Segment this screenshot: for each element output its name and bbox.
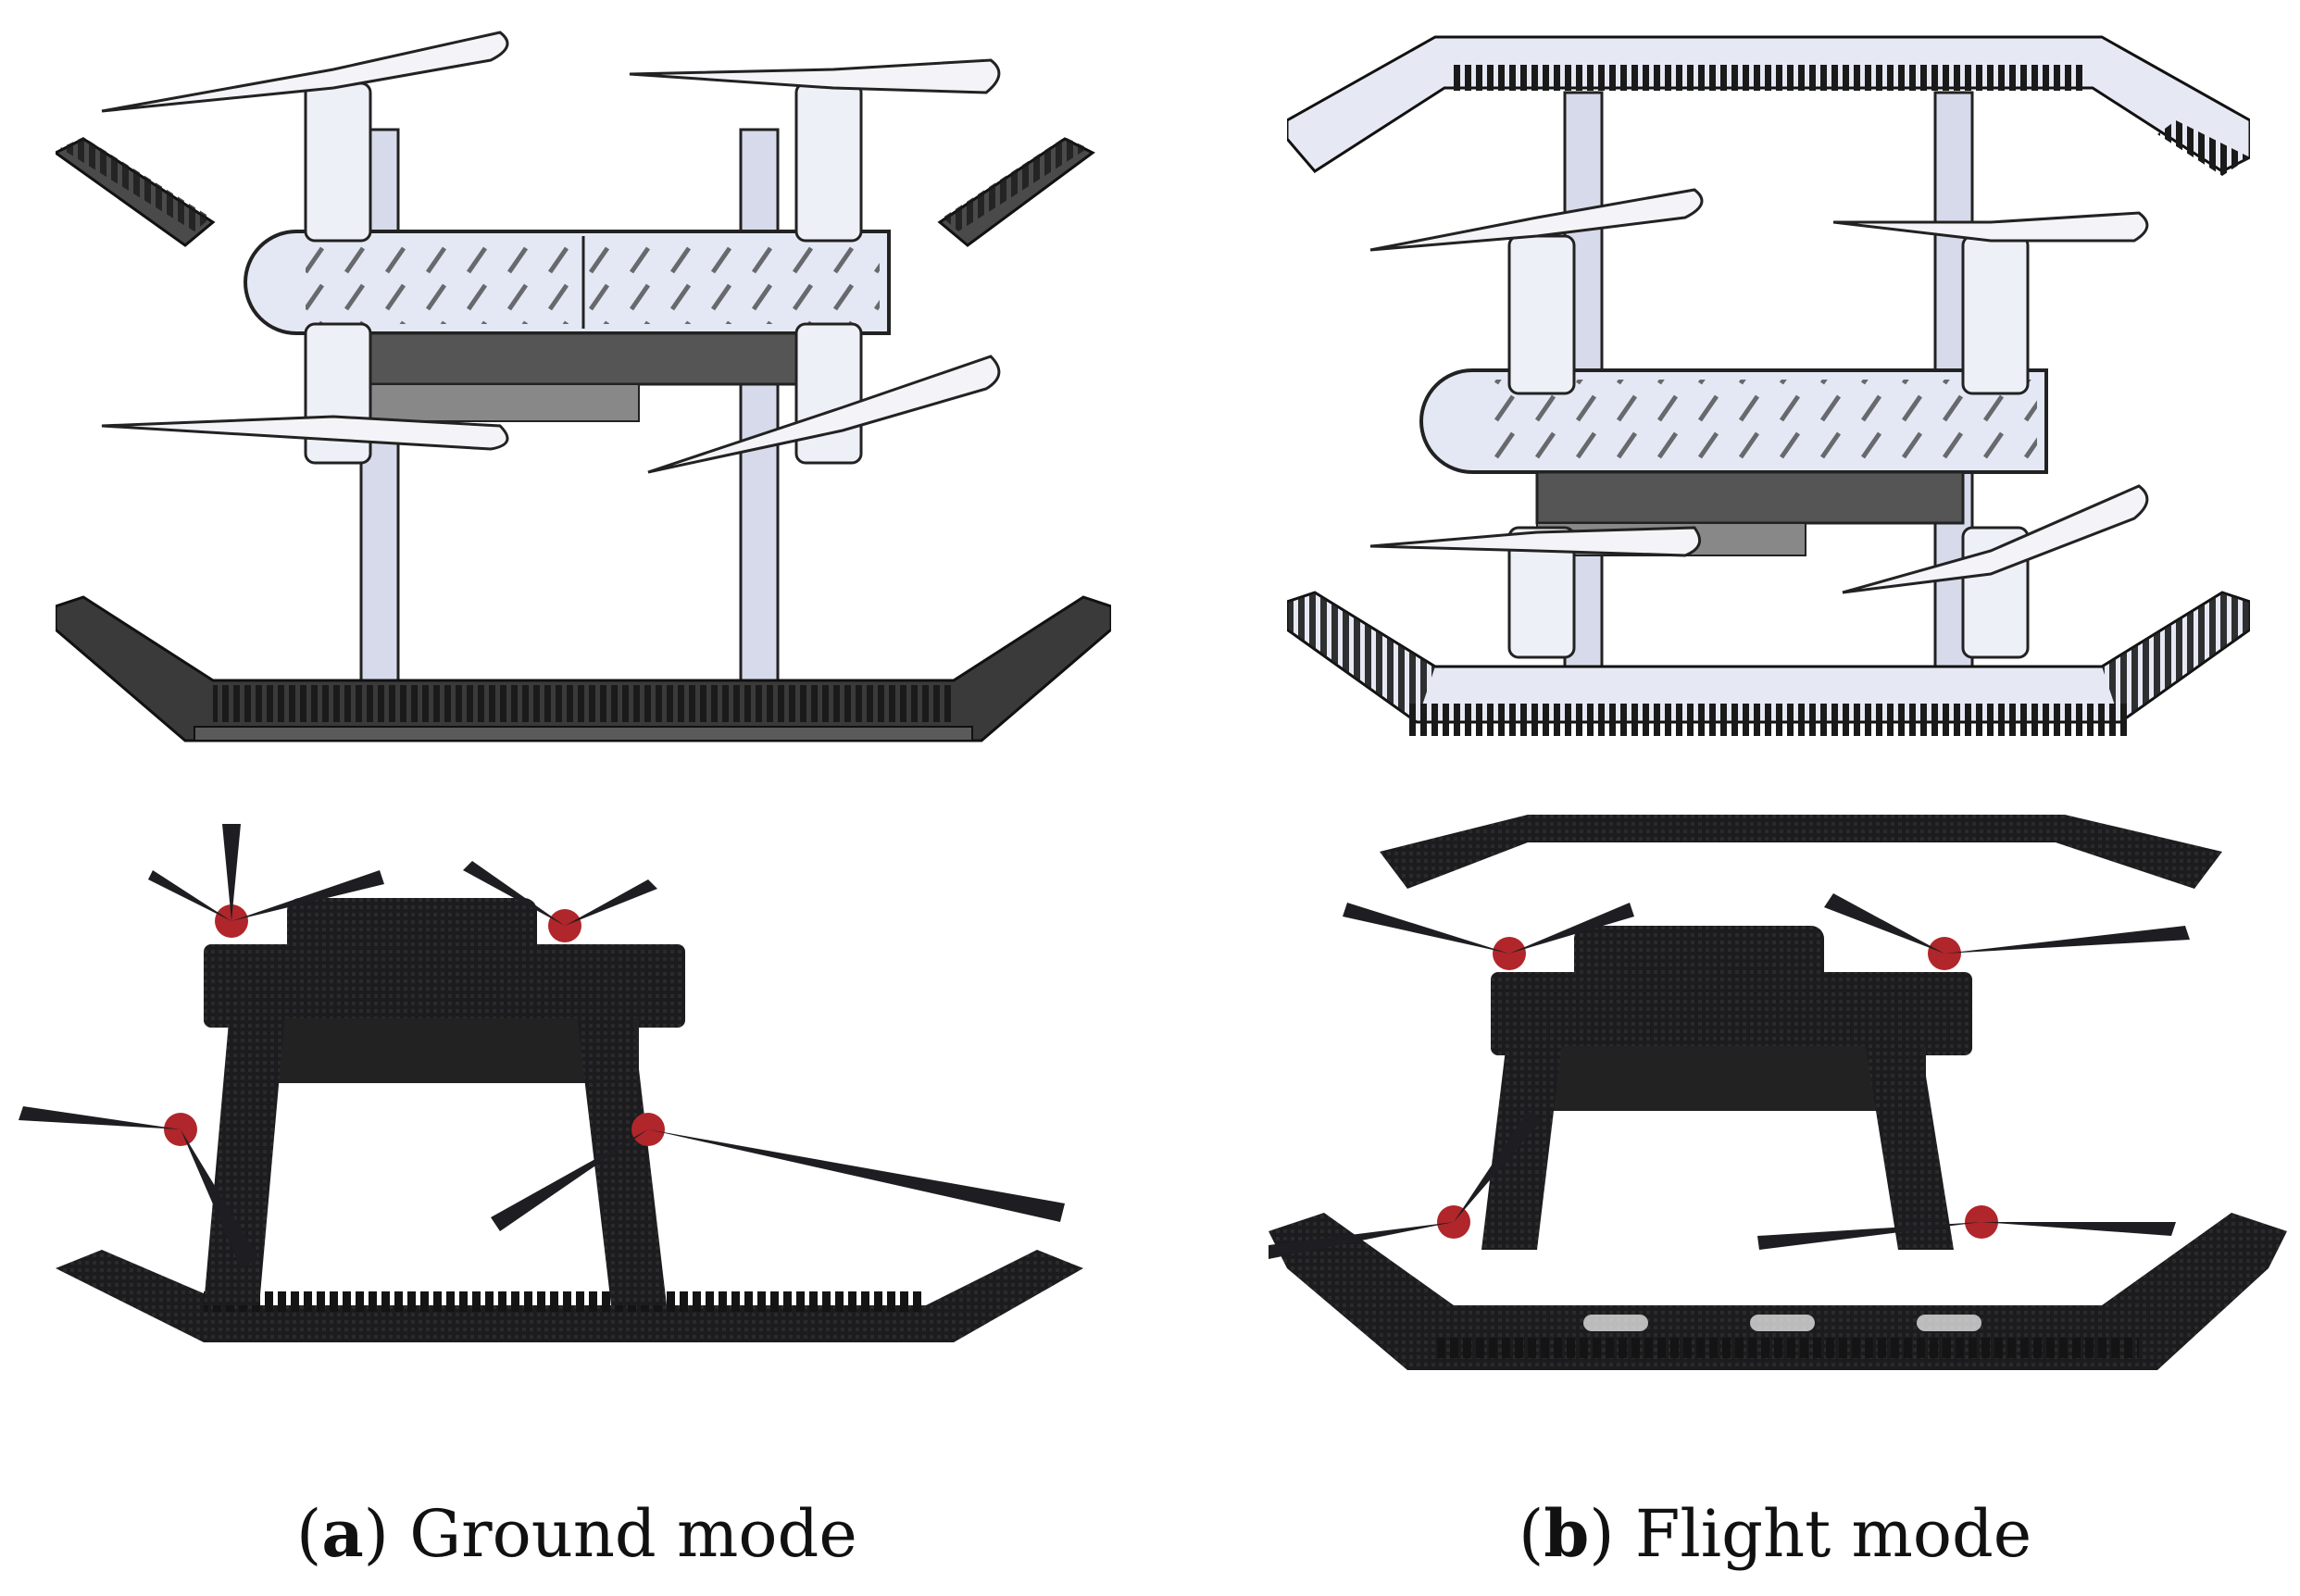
caption-b-letter: b — [1544, 1495, 1590, 1572]
caption-b-label: Flight mode — [1634, 1496, 2032, 1572]
propeller — [19, 824, 1065, 1268]
bottom-track — [56, 1250, 1083, 1342]
bottom-track — [1287, 591, 2250, 736]
top-track — [1380, 815, 2222, 889]
caption-flight-mode: (b) Flight mode — [1519, 1495, 2032, 1572]
photo-ground-mode — [19, 824, 1130, 1342]
propeller — [101, 31, 1001, 474]
top-track — [1287, 35, 2250, 176]
caption-a-letter: a — [321, 1495, 364, 1572]
caption-ground-mode: (a) Ground mode — [296, 1495, 857, 1572]
cad-render-flight-mode — [1287, 19, 2250, 750]
bottom-track — [1269, 1213, 2287, 1370]
upper-right-track — [937, 137, 1095, 247]
bottom-track — [56, 595, 1111, 742]
motor-arm — [304, 81, 863, 465]
propeller — [1269, 893, 2190, 1259]
photo-flight-mode — [1269, 815, 2296, 1370]
cad-render-ground-mode — [56, 19, 1111, 759]
propeller — [1369, 188, 2149, 594]
frame — [1481, 926, 1972, 1250]
upper-left-track — [56, 137, 216, 247]
frame — [204, 898, 685, 1305]
caption-a-label: Ground mode — [409, 1496, 857, 1572]
